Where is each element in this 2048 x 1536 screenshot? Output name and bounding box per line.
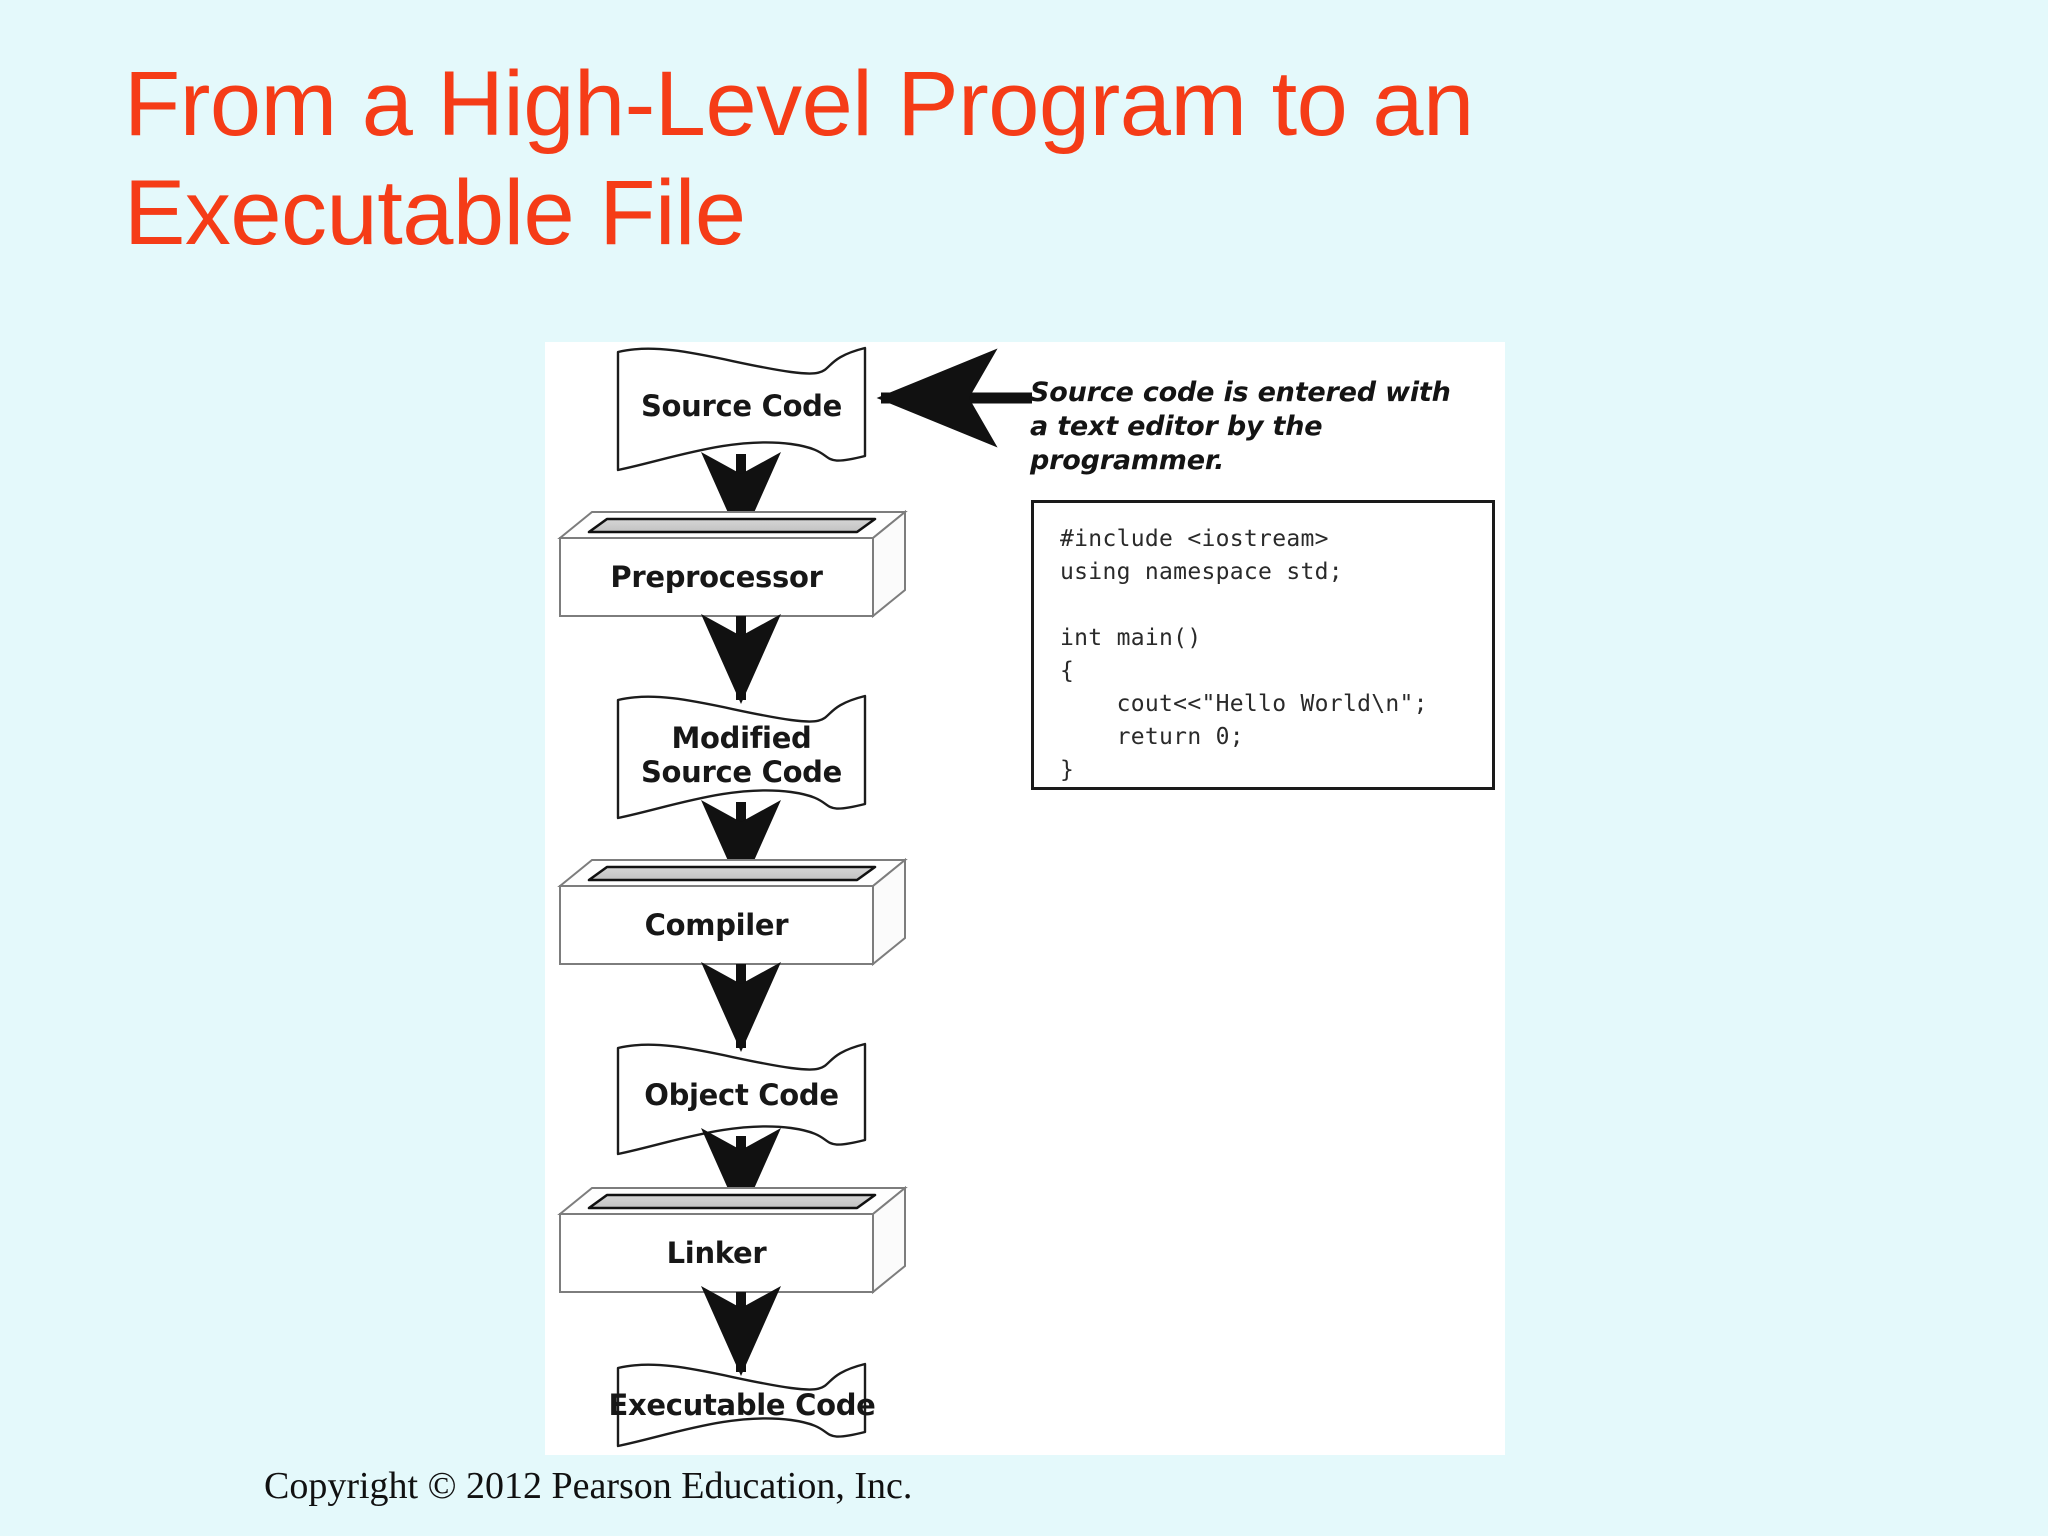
node-modified-source-code <box>616 694 867 820</box>
figure-panel: Source Code Preprocessor Modified Source… <box>545 342 1505 1455</box>
code-listing-text: #include <iostream> using namespace std;… <box>1060 526 1428 783</box>
node-source-code <box>616 346 867 472</box>
page-title: From a High-Level Program to an Executab… <box>124 53 1474 264</box>
code-listing-box: #include <iostream> using namespace std;… <box>1031 500 1495 790</box>
node-linker <box>557 1185 908 1295</box>
node-preprocessor <box>557 509 908 619</box>
node-compiler <box>557 857 908 967</box>
node-executable-code <box>616 1362 867 1448</box>
callout-annotation-text: Source code is entered with a text edito… <box>1030 377 1451 476</box>
compilation-flowchart-graphic <box>557 346 1032 1448</box>
copyright-notice: Copyright © 2012 Pearson Education, Inc. <box>264 1465 913 1507</box>
